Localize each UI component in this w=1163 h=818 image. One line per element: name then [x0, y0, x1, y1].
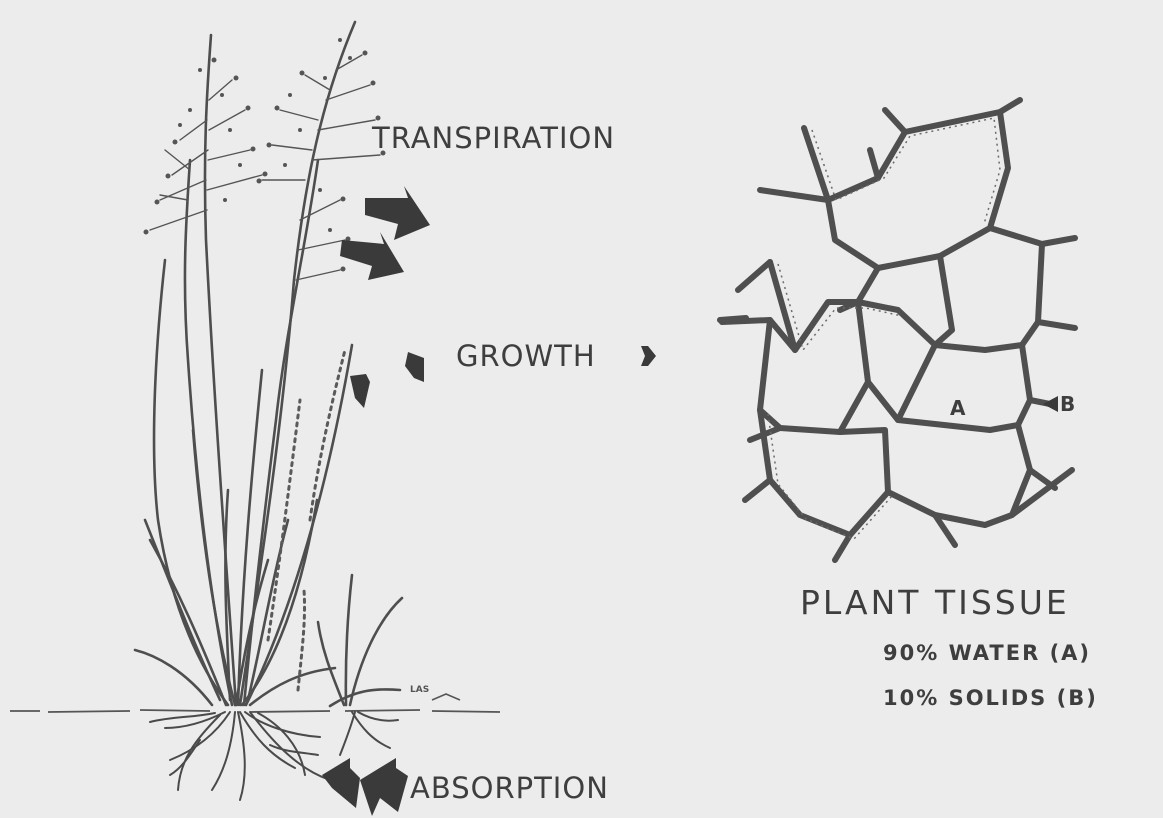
cell-wall-stipple	[768, 118, 1000, 539]
growth-label: GROWTH	[456, 342, 596, 371]
water-percentage: 90% WATER (A)	[883, 643, 1091, 664]
roots	[150, 712, 398, 800]
solids-pointer	[1043, 396, 1058, 412]
ground-line	[10, 710, 500, 712]
solids-percentage: 10% SOLIDS (B)	[883, 688, 1098, 709]
absorption-arrows	[322, 758, 408, 816]
grass-stems	[135, 22, 402, 706]
transpiration-arrows	[340, 186, 430, 280]
transpiration-label: TRANSPIRATION	[372, 124, 615, 153]
cell-a-label: A	[950, 398, 965, 418]
artist-signature: LAS	[410, 686, 429, 695]
cell-b-label: B	[1060, 394, 1075, 414]
absorption-label: ABSORPTION	[410, 774, 609, 803]
panicle-dots	[144, 38, 386, 272]
cell-walls	[720, 100, 1075, 560]
plant-tissue-title: PLANT TISSUE	[800, 586, 1070, 619]
signature-mark	[432, 694, 460, 700]
